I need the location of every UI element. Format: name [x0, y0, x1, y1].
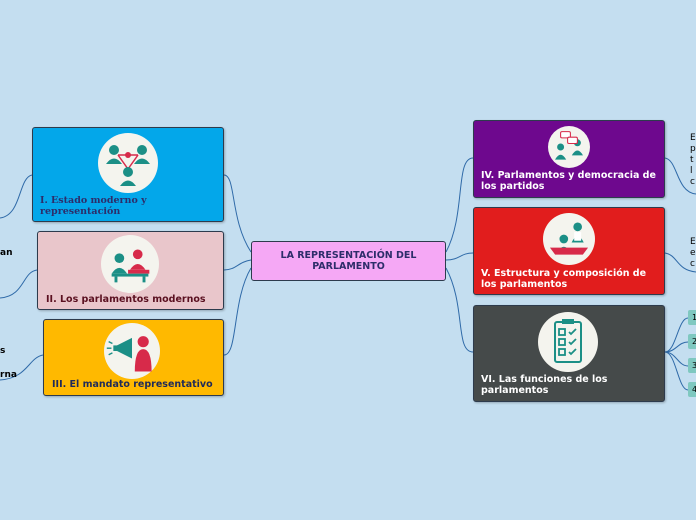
link-left-2: [0, 269, 38, 299]
link-parlamentos-modernos: [223, 259, 252, 271]
fragment-text: l: [690, 166, 693, 176]
topic-estructura-composicion[interactable]: V. Estructura y composición de los parla…: [473, 207, 665, 295]
fragment-text: p: [690, 144, 696, 154]
fragment-text: e: [690, 248, 696, 258]
subtopic-tag[interactable]: 1: [688, 310, 696, 325]
topic-label: II. Los parlamentos modernos: [46, 294, 206, 305]
fragment-text: E: [690, 133, 696, 143]
topic-mandato-representativo[interactable]: III. El mandato representativo: [43, 319, 224, 396]
topic-parlamentos-modernos[interactable]: II. Los parlamentos modernos: [37, 231, 224, 310]
subtopic-tag[interactable]: 3: [688, 358, 696, 373]
topic-estado-moderno[interactable]: I. Estado moderno y representación: [32, 127, 224, 222]
subtopic-tag[interactable]: 4: [688, 382, 696, 397]
fragment-text: an: [0, 248, 13, 258]
topic-label: III. El mandato representativo: [52, 379, 213, 390]
link-tag-2: [664, 341, 689, 353]
fragment-text: rna: [0, 370, 17, 380]
link-tag-3: [664, 351, 689, 367]
topic-label: V. Estructura y composición de los parla…: [481, 268, 647, 290]
link-estado: [223, 174, 252, 253]
topic-democracia-partidos[interactable]: IV. Parlamentos y democracia de los part…: [473, 120, 665, 198]
topic-label: VI. Las funciones de los parlamentos: [481, 374, 608, 396]
link-funciones: [445, 267, 474, 353]
link-tag-1: [664, 317, 689, 353]
fragment-text: c: [690, 259, 695, 269]
fragment-text: s: [0, 346, 6, 356]
link-left-3: [0, 354, 44, 381]
central-topic-title: LA REPRESENTACIÓN DEL PARLAMENTO: [280, 250, 417, 272]
link-estructura: [445, 252, 474, 261]
link-mandato: [223, 267, 252, 356]
link-tag-4: [664, 351, 689, 391]
link-right-iv: [664, 157, 696, 195]
subtopic-tag[interactable]: 2: [688, 334, 696, 349]
topic-label: IV. Parlamentos y democracia de los part…: [481, 170, 656, 192]
voting-people-icon: [101, 235, 159, 293]
central-topic[interactable]: LA REPRESENTACIÓN DEL PARLAMENTO: [251, 241, 446, 281]
topic-label: I. Estado moderno y representación: [40, 195, 147, 217]
meeting-table-icon: [543, 213, 595, 265]
link-democracia: [445, 157, 474, 253]
link-left-1: [0, 174, 33, 219]
topic-funciones[interactable]: VI. Las funciones de los parlamentos: [473, 305, 665, 402]
chat-people-icon: [548, 126, 590, 168]
checklist-icon: [538, 312, 598, 372]
fragment-text: t: [690, 155, 694, 165]
fragment-text: E: [690, 237, 696, 247]
link-right-v: [664, 252, 696, 273]
fragment-text: c: [690, 177, 695, 187]
megaphone-person-icon: [104, 323, 160, 379]
network-people-icon: [98, 133, 158, 193]
